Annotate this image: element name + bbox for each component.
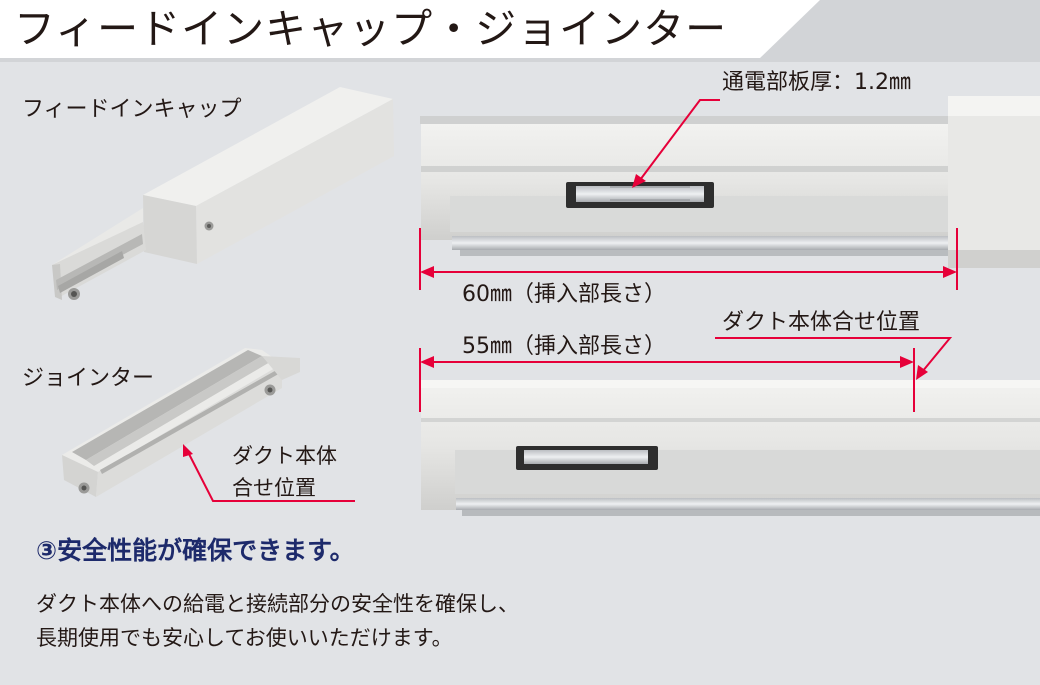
insert-60mm-label: 60㎜（挿入部長さ）: [462, 282, 666, 307]
feature-heading: ③安全性能が確保できます。: [36, 536, 355, 565]
feed-in-cap-image: [52, 87, 394, 300]
jointer-image: [62, 348, 300, 497]
dimension-55mm: [419, 348, 915, 412]
feature-description-line1: ダクト本体への給電と接続部分の安全性を確保し、: [36, 592, 519, 616]
feature-description: ダクト本体への給電と接続部分の安全性を確保し、 長期使用でも安心してお使いいただ…: [36, 587, 519, 655]
feed-in-cap-label: フィードインキャップ: [22, 97, 242, 122]
feature-description-line2: 長期使用でも安心してお使いいただけます。: [36, 626, 453, 650]
duct-align-left-marker: [183, 444, 355, 502]
duct-align-left-callout: ダクト本体 合せ位置: [232, 440, 337, 504]
insert-55mm-label: 55㎜（挿入部長さ）: [462, 334, 666, 359]
page-title: フィードインキャップ・ジョインター: [14, 5, 728, 53]
dimension-60mm: [419, 228, 958, 290]
duct-align-left-line1: ダクト本体: [232, 444, 337, 468]
title-tab: [0, 0, 820, 58]
duct-align-left-line2: 合せ位置: [232, 476, 316, 500]
plate-thickness-label: 通電部板厚：1.2㎜: [722, 70, 911, 95]
plate-thickness-arrow: [632, 99, 720, 188]
jointer-label: ジョインター: [22, 366, 155, 391]
duct-align-right-marker: [715, 337, 953, 380]
jointer-insertion-photo: [421, 380, 1040, 516]
feed-in-insertion-photo: [420, 96, 1040, 268]
duct-align-right-label: ダクト本体合せ位置: [722, 310, 921, 335]
